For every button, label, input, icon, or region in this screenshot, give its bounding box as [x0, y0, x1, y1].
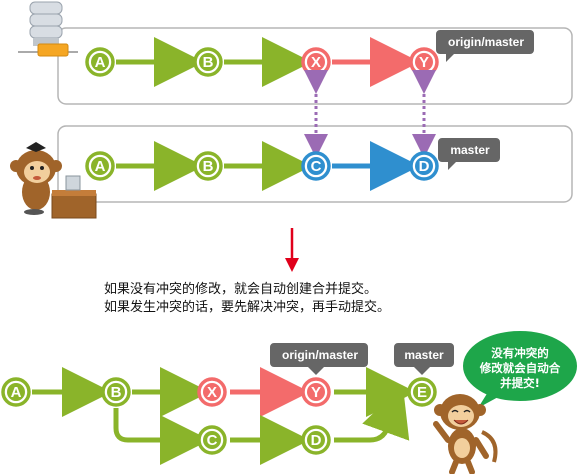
result-commit-y: Y [301, 377, 331, 407]
caption-line-2: 如果发生冲突的话，要先解决冲突，再手动提交。 [104, 300, 391, 315]
node-label: E [417, 384, 427, 401]
origin-master-tag: origin/master [436, 30, 534, 62]
result-master-tag-label: master [404, 348, 444, 362]
node-label: Y [311, 384, 321, 401]
speech-bubble-line1: 没有冲突的 [491, 346, 549, 360]
happy-monkey-icon [433, 394, 498, 474]
node-label: Y [419, 54, 429, 71]
remote-commit-a: A [85, 47, 115, 77]
node-label: X [207, 384, 217, 401]
node-label: A [11, 384, 22, 401]
remote-commit-b: B [193, 47, 223, 77]
node-label: X [311, 54, 321, 71]
node-label: C [311, 158, 322, 175]
fetch-comparison-arrows [304, 70, 436, 158]
caption-line-1: 如果没有冲突的修改，就会自动创建合并提交。 [104, 282, 378, 297]
local-commit-b: B [193, 151, 223, 181]
node-label: C [207, 432, 218, 449]
node-label: B [203, 158, 214, 175]
master-tag-label: master [450, 143, 490, 157]
origin-master-tag-label: origin/master [448, 35, 524, 49]
down-arrow [285, 228, 299, 272]
result-commit-a: A [1, 377, 31, 407]
local-commit-a: A [85, 151, 115, 181]
speech-bubble: 没有冲突的 修改就会自动合 并提交! [461, 329, 579, 408]
monkey-at-desk-icon [10, 142, 97, 219]
result-commit-d: D [301, 425, 331, 455]
local-commit-d: D [409, 151, 439, 181]
result-commit-b: B [101, 377, 131, 407]
node-label: D [419, 158, 430, 175]
node-label: B [203, 54, 214, 71]
result-origin-master-tag: origin/master [270, 343, 368, 375]
remote-commit-y: Y [409, 47, 439, 77]
result-commit-arrows [32, 367, 416, 465]
remote-commit-x: X [301, 47, 331, 77]
local-commit-c: C [301, 151, 331, 181]
server-icon [18, 1, 78, 57]
result-origin-master-tag-label: origin/master [282, 348, 358, 362]
result-commit-x: X [197, 377, 227, 407]
master-tag: master [438, 138, 500, 170]
speech-bubble-line2: 修改就会自动合 [479, 361, 561, 375]
node-label: B [111, 384, 122, 401]
node-label: D [311, 432, 322, 449]
result-master-tag: master [394, 343, 454, 375]
result-commit-c: C [197, 425, 227, 455]
node-label: A [95, 158, 106, 175]
result-commit-e: E [407, 377, 437, 407]
speech-bubble-line3: 并提交! [500, 376, 540, 390]
node-label: A [95, 54, 106, 71]
